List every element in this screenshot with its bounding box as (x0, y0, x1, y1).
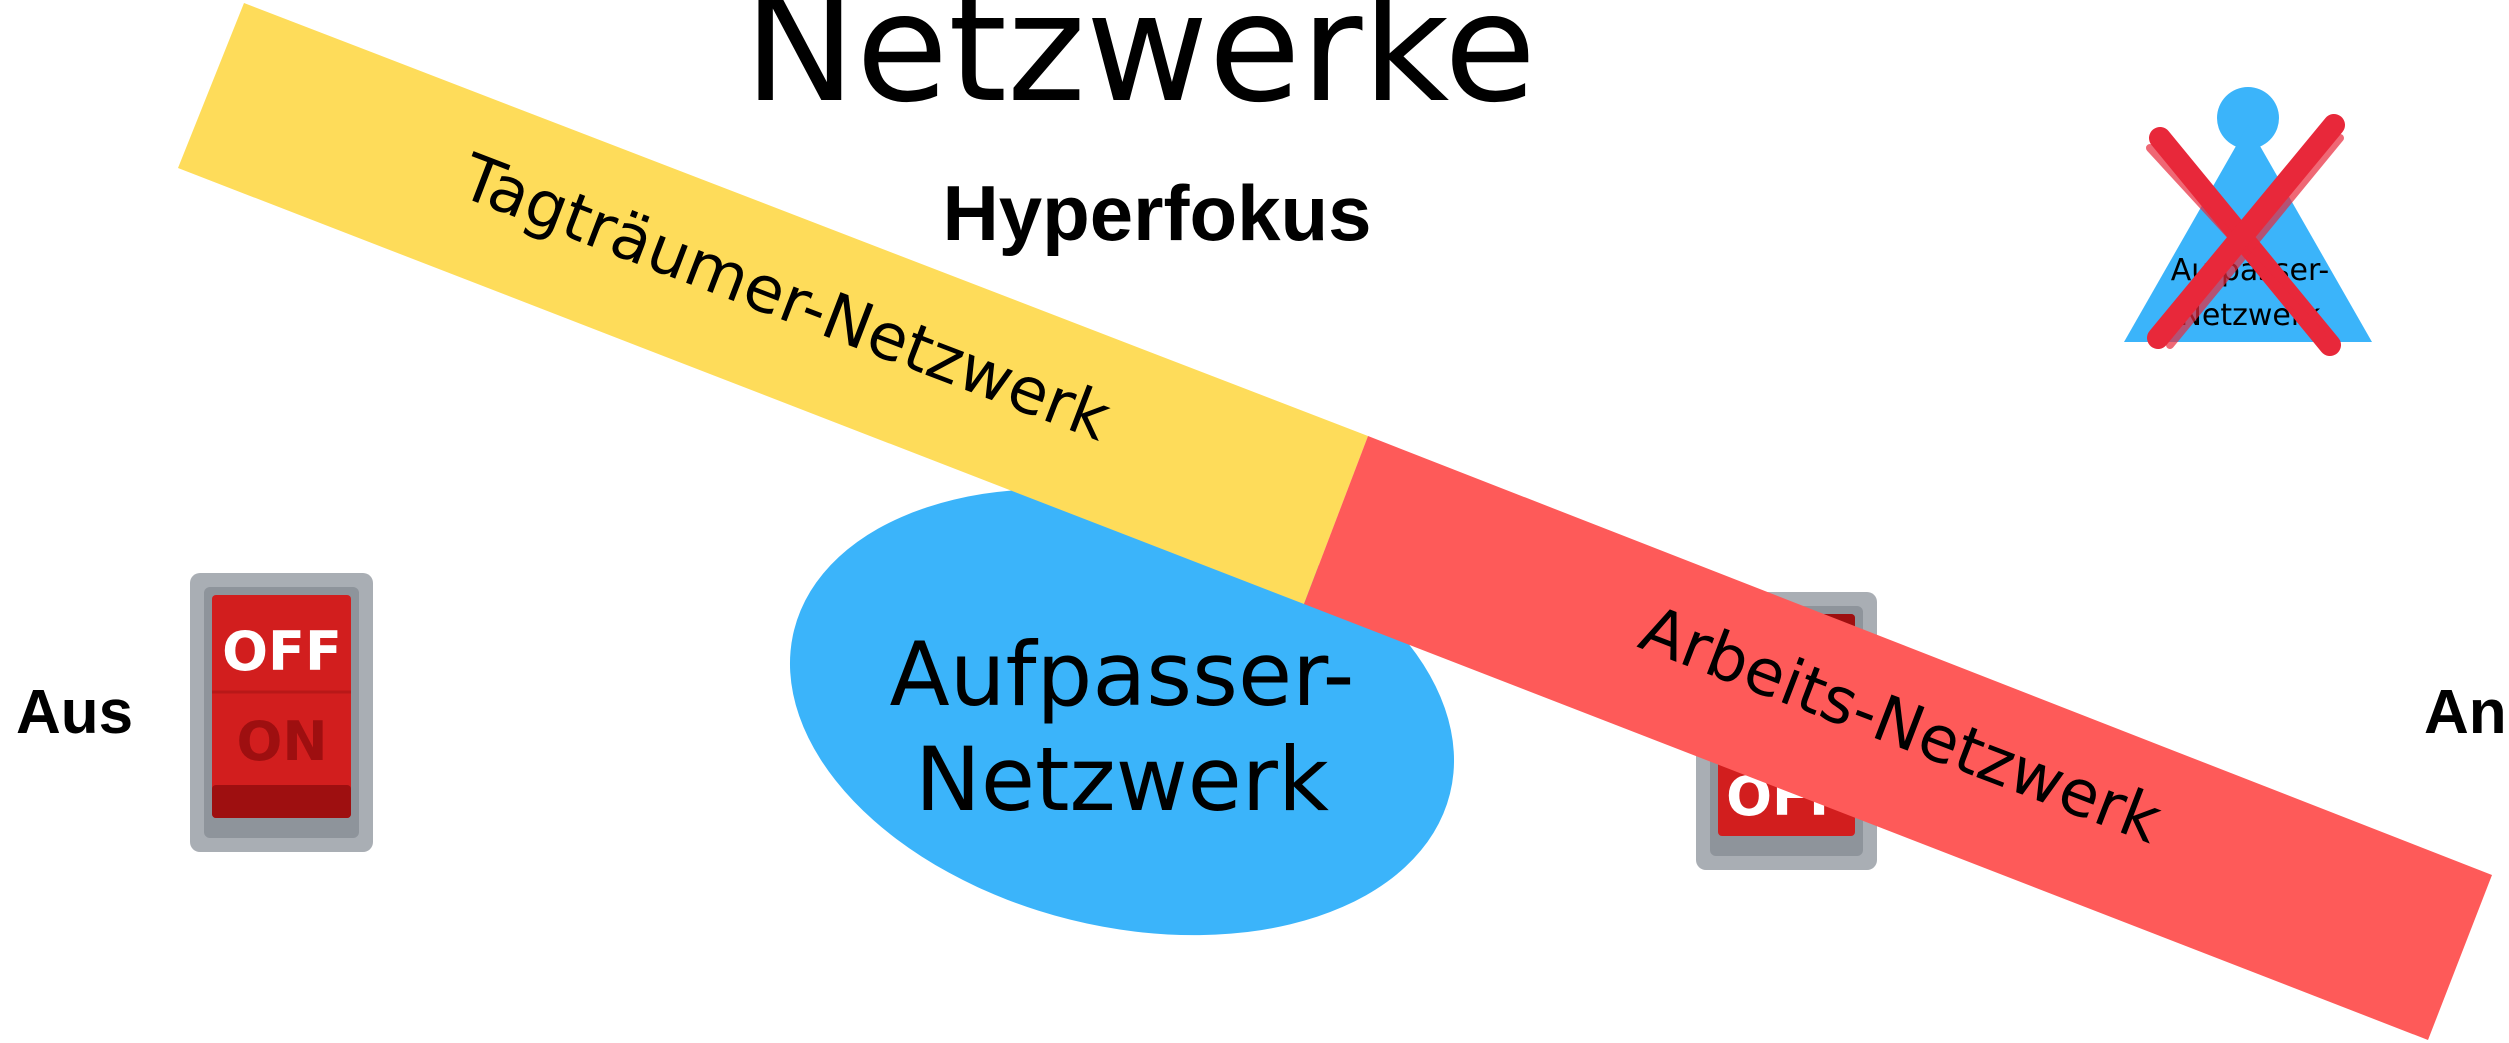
ellipse-label-line2: Netzwerk (915, 728, 1329, 831)
ellipse-label-line1: Aufpasser- (890, 623, 1355, 726)
off-side-label: Aus (16, 678, 133, 747)
left-switch-top-text: OFF (222, 620, 342, 683)
left-switch-bottom-text: ON (236, 710, 327, 773)
work-network-band: Arbeits-Netzwerk (1304, 436, 2492, 1040)
diagram-subtitle: Hyperfokus (942, 169, 1371, 257)
cross-out-icon (2146, 114, 2345, 356)
toggle-switch-off-icon: OFF ON (190, 573, 373, 852)
on-side-label: An (2424, 678, 2507, 747)
diagram-title: Netzwerke (744, 0, 1536, 136)
aufpasser-network-ellipse: Aufpasser- Netzwerk (789, 488, 1455, 936)
